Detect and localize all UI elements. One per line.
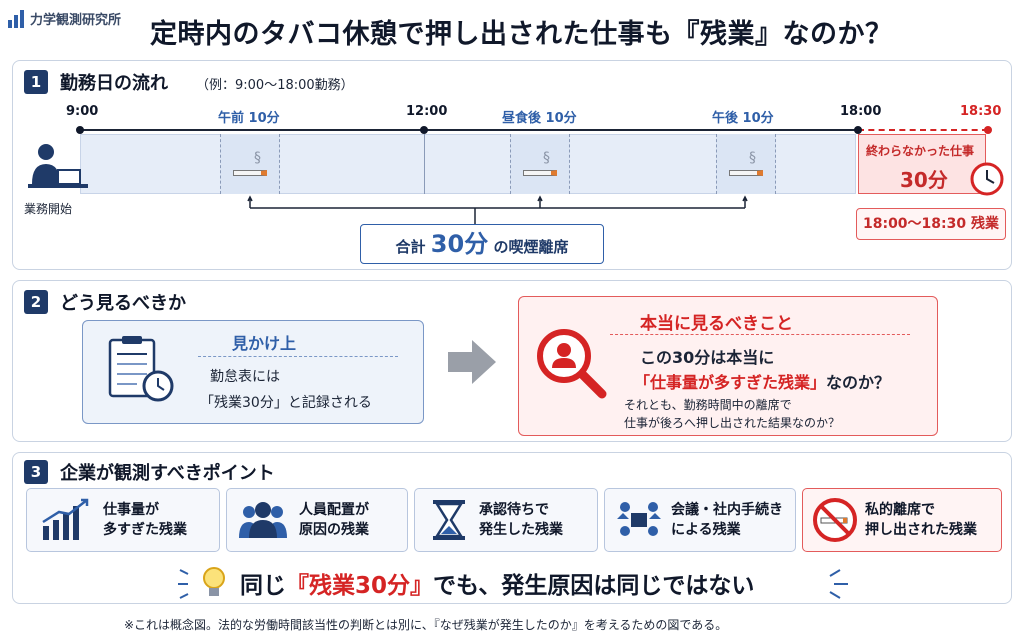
point-5-line-1: 私的離席で xyxy=(865,502,935,518)
start-label: 業務開始 xyxy=(24,202,73,216)
point-2-line-1: 人員配置が xyxy=(299,502,369,518)
break-label-am: 午前 10分 xyxy=(218,111,280,126)
tick-dot-0900 xyxy=(76,126,84,134)
tick-dot-1200 xyxy=(420,126,428,134)
tick-1830: 18:30 xyxy=(960,104,1002,119)
logo-bars-icon xyxy=(8,8,24,28)
bar-chart-icon xyxy=(42,498,89,540)
total-post: の喫煙離席 xyxy=(493,238,569,256)
real-question-2-rest: なのか？ xyxy=(826,373,891,392)
point-5-line-2: 押し出された残業 xyxy=(865,522,977,538)
point-3-line-2: 発生した残業 xyxy=(479,522,563,538)
tick-1800: 18:00 xyxy=(840,104,882,119)
tick-dot-1830 xyxy=(984,126,992,134)
conclusion-pre: 同じ xyxy=(240,573,286,599)
overtime-minutes: 30分 xyxy=(900,168,948,192)
section-3-heading: 企業が観測すべきポイント xyxy=(60,463,275,484)
point-2-line-2: 原因の残業 xyxy=(299,522,369,538)
person-magnifier-icon xyxy=(537,329,607,399)
people-icon xyxy=(239,502,287,538)
smoke-icon: § xyxy=(749,150,756,166)
hourglass-icon xyxy=(433,500,465,540)
noon-divider xyxy=(424,134,425,194)
lightbulb-icon xyxy=(178,567,225,599)
point-private-leave: 私的離席で押し出された残業 xyxy=(802,488,1002,552)
total-bracket xyxy=(247,195,748,224)
cigarette-icon xyxy=(523,170,557,176)
overtime-range: 18:00〜18:30 残業 xyxy=(856,208,1006,240)
section-1-number: 1 xyxy=(24,70,48,94)
apparent-title: 見かけ上 xyxy=(232,334,297,353)
break-block-lunch xyxy=(510,134,570,194)
apparent-divider xyxy=(198,356,398,357)
apparent-line2: 「残業30分」と記録される xyxy=(200,395,372,411)
accent-lines-icon xyxy=(829,569,848,599)
cigarette-icon xyxy=(233,170,267,176)
timeline-axis xyxy=(80,129,858,131)
section-1-heading: 勤務日の流れ xyxy=(60,73,168,94)
real-question-2-highlight: 「仕事量が多すぎた残業」 xyxy=(634,373,827,392)
real-question-1: この30分は本当に xyxy=(640,348,775,367)
break-label-lunch: 昼食後 10分 xyxy=(502,111,577,126)
point-4-line-2: による残業 xyxy=(671,522,741,538)
section-3-number: 3 xyxy=(24,460,48,484)
break-label-pm: 午後 10分 xyxy=(712,111,774,126)
section-1-note: （例：9:00〜18:00勤務） xyxy=(196,78,354,93)
brand-logo: 力学観測研究所 xyxy=(8,8,121,28)
break-block-pm xyxy=(716,134,776,194)
real-sub-1: それとも、勤務時間中の離席で xyxy=(624,398,792,412)
point-1-line-2: 多すぎた残業 xyxy=(103,522,187,538)
real-divider xyxy=(610,334,910,335)
smoke-icon: § xyxy=(254,150,261,166)
apparent-line1: 勤怠表には xyxy=(210,369,280,385)
clock-icon xyxy=(970,162,1004,196)
real-sub-2: 仕事が後ろへ押し出された結果なのか？ xyxy=(624,416,841,430)
total-break-box: 合計 30分 の喫煙離席 xyxy=(360,224,604,264)
brand-name: 力学観測研究所 xyxy=(30,12,122,28)
point-1-line-1: 仕事量が xyxy=(103,502,159,518)
footnote: ※これは概念図。法的な労働時間該当性の判断とは別に、『なぜ残業が発生したのか』を… xyxy=(124,618,728,632)
point-staffing: 人員配置が原因の残業 xyxy=(226,488,408,552)
total-pre: 合計 xyxy=(395,238,426,256)
timesheet-clock-icon xyxy=(108,336,174,402)
total-minutes: 30分 xyxy=(430,230,489,258)
worker-at-desk-icon xyxy=(28,144,88,188)
point-3-line-1: 承認待ちで xyxy=(479,502,549,518)
page-title: 定時内のタバコ休憩で押し出された仕事も『残業』なのか？ xyxy=(150,19,893,50)
smoke-icon: § xyxy=(543,150,550,166)
overtime-label: 終わらなかった仕事 xyxy=(866,144,975,158)
cigarette-icon xyxy=(729,170,763,176)
break-block-am xyxy=(220,134,280,194)
conclusion-highlight: 『残業30分』 xyxy=(286,573,434,599)
arrow-right-icon xyxy=(448,340,496,384)
conclusion-text: 同じ『残業30分』でも、発生原因は同じではない xyxy=(240,566,754,600)
section-2-number: 2 xyxy=(24,290,48,314)
tick-0900: 9:00 xyxy=(66,104,99,119)
point-4-line-1: 会議・社内手続き xyxy=(671,502,783,518)
real-question-2: 「仕事量が多すぎた残業」なのか？ xyxy=(634,369,890,393)
tick-1200: 12:00 xyxy=(406,104,448,119)
section-2-heading: どう見るべきか xyxy=(60,293,186,314)
real-title: 本当に見るべきこと xyxy=(640,314,793,334)
point-meetings: 会議・社内手続きによる残業 xyxy=(604,488,796,552)
meeting-icon xyxy=(617,502,661,536)
point-approval: 承認待ちで発生した残業 xyxy=(414,488,598,552)
tick-dot-1800 xyxy=(854,126,862,134)
point-workload: 仕事量が多すぎた残業 xyxy=(26,488,220,552)
overtime-axis xyxy=(858,129,988,131)
conclusion-post: でも、発生原因は同じではない xyxy=(433,573,755,599)
no-smoking-icon xyxy=(813,498,857,542)
